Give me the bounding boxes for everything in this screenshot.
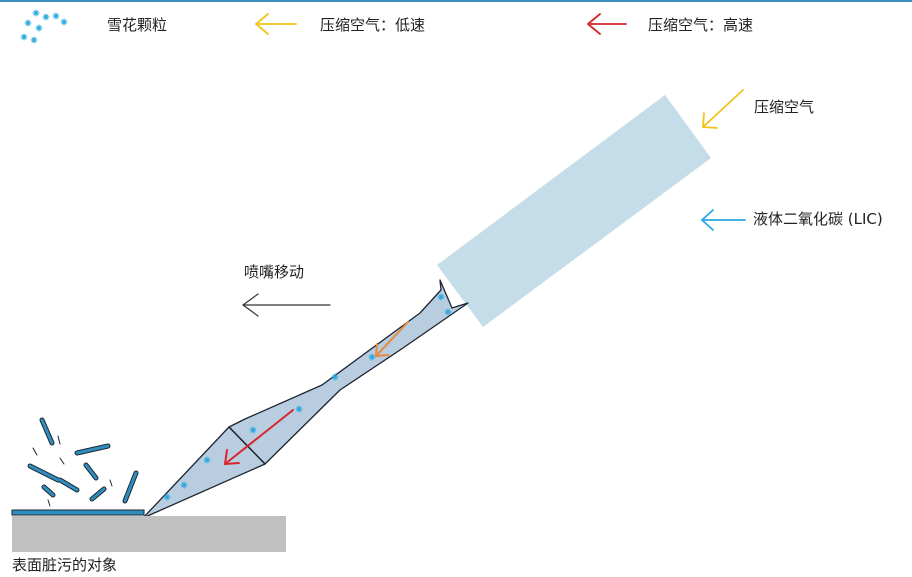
- legend-label-air-high-speed: 压缩空气：高速: [648, 16, 754, 34]
- label-nozzle-movement: 喷嘴移动: [244, 263, 305, 281]
- liquid-co2-arrow: [701, 209, 746, 231]
- legend-arrow-low-speed-icon: [255, 13, 297, 35]
- compressed-air-arrow: [702, 89, 744, 129]
- high-speed-flow-arrow: [224, 409, 294, 465]
- nozzle-movement-arrow: [242, 293, 331, 317]
- legend-label-air-low-speed: 压缩空气：低速: [320, 16, 426, 34]
- dirt-layer: [11, 509, 145, 516]
- label-liquid-co2: 液体二氧化碳 (LIC): [753, 210, 883, 228]
- legend-label-snow-particles: 雪花颗粒: [107, 16, 168, 34]
- legend-arrow-high-speed-icon: [587, 13, 627, 35]
- nozzle-flow-arrow: [375, 321, 409, 357]
- debris-particles: [27, 417, 139, 507]
- label-dirty-surface: 表面脏污的对象: [12, 556, 118, 574]
- label-compressed-air: 压缩空气: [754, 98, 815, 116]
- dirty-surface-block: [12, 516, 286, 552]
- top-divider: [0, 0, 912, 2]
- snowflake-icon: [20, 9, 68, 44]
- hose: [437, 95, 711, 327]
- nozzle-tube: [228, 279, 469, 465]
